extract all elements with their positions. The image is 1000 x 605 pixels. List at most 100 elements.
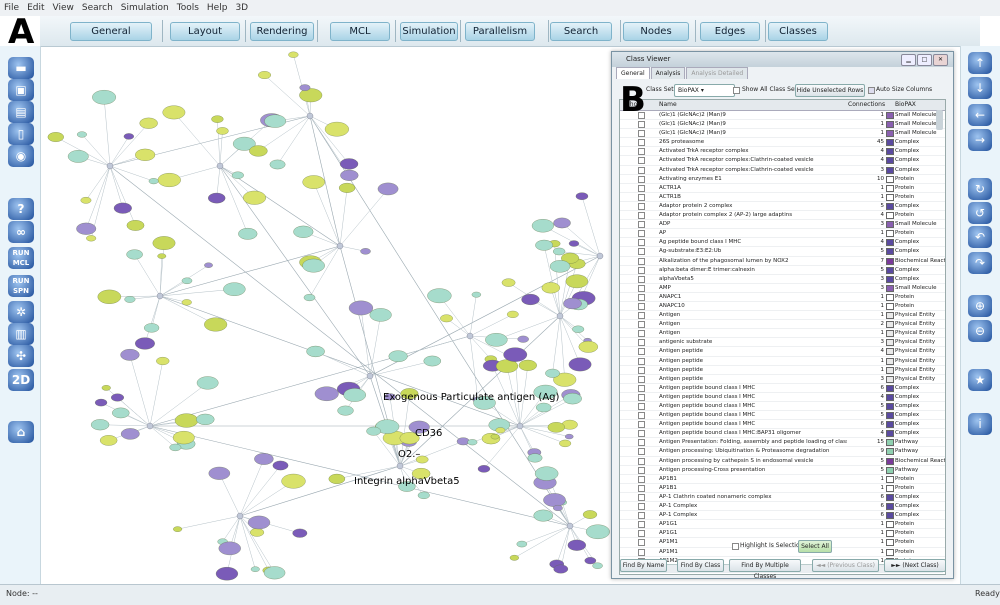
row-checkbox[interactable] [638, 548, 645, 556]
table-row[interactable]: Activated TrkA receptor complex:Clathrin… [620, 166, 945, 175]
graph-node[interactable] [477, 465, 491, 473]
rotate-up-icon[interactable]: ↻ [968, 178, 992, 200]
graph-node[interactable] [204, 262, 213, 268]
table-row[interactable]: Adaptor protein complex 2 (AP-2) large a… [620, 211, 945, 221]
graph-node[interactable] [67, 150, 89, 163]
graph-node[interactable] [467, 439, 478, 446]
graph-node[interactable] [568, 240, 580, 247]
graph-node[interactable] [575, 192, 589, 200]
graph-node[interactable] [553, 217, 571, 229]
row-checkbox[interactable] [638, 430, 645, 438]
binoculars-icon[interactable]: ∞ [8, 221, 34, 243]
row-checkbox[interactable] [638, 230, 645, 238]
graph-node[interactable] [126, 249, 143, 260]
table-row[interactable]: Activated TrkA receptor complex:Clathrin… [620, 156, 945, 166]
row-checkbox[interactable] [638, 321, 645, 329]
graph-node[interactable] [250, 528, 265, 537]
graph-hub-node[interactable] [366, 372, 374, 380]
graph-node[interactable] [264, 114, 287, 128]
select-all-button[interactable]: Select All [798, 540, 832, 553]
graph-node[interactable] [543, 493, 566, 507]
maximize-button[interactable]: □ [917, 54, 932, 66]
graph-node[interactable] [339, 158, 359, 170]
auto-size-checkbox[interactable] [868, 87, 875, 94]
graph-hub-node[interactable] [596, 252, 604, 260]
row-checkbox[interactable] [638, 421, 645, 429]
row-checkbox[interactable] [638, 148, 645, 156]
graph-node[interactable] [238, 228, 258, 240]
graph-node[interactable] [216, 127, 229, 135]
network-canvas[interactable]: Exogenous Particulate antigen (Ag) CD36 … [40, 46, 960, 584]
graph-node[interactable] [152, 236, 176, 250]
arrow-up-icon[interactable]: ↑ [968, 52, 992, 74]
row-checkbox[interactable] [638, 221, 645, 229]
graph-node[interactable] [521, 293, 540, 306]
graph-node[interactable] [400, 388, 419, 400]
tab-cv-analysis[interactable]: Analysis [650, 67, 686, 79]
graph-node[interactable] [501, 278, 516, 287]
graph-node[interactable] [563, 392, 582, 405]
graph-node[interactable] [384, 393, 396, 401]
graph-node[interactable] [348, 300, 374, 316]
graph-node[interactable] [232, 136, 256, 151]
tab-nodes[interactable]: Nodes [623, 22, 689, 41]
graph-node[interactable] [97, 289, 122, 304]
graph-node[interactable] [208, 192, 226, 204]
graph-node[interactable] [139, 117, 158, 129]
run-spn-icon[interactable]: RUN SPN [8, 275, 34, 297]
row-checkbox[interactable] [638, 302, 645, 310]
row-checkbox[interactable] [638, 239, 645, 247]
row-checkbox[interactable] [638, 293, 645, 301]
graph-node[interactable] [408, 420, 430, 434]
graph-node[interactable] [398, 481, 416, 492]
graph-node[interactable] [299, 84, 311, 91]
row-checkbox[interactable] [638, 312, 645, 320]
graph-node[interactable] [563, 297, 582, 310]
row-checkbox[interactable] [638, 193, 645, 201]
row-checkbox[interactable] [638, 157, 645, 165]
show-all-checkbox[interactable] [733, 87, 740, 94]
graph-node[interactable] [427, 288, 452, 304]
help-icon[interactable]: ? [8, 198, 34, 220]
graph-node[interactable] [94, 398, 108, 407]
graph-node[interactable] [485, 333, 508, 347]
row-checkbox[interactable] [638, 512, 645, 520]
tab-classes[interactable]: Classes [768, 22, 828, 41]
row-checkbox[interactable] [638, 357, 645, 365]
class-set-select[interactable]: BioPAX ▾ [674, 84, 735, 97]
graph-node[interactable] [293, 225, 314, 238]
row-checkbox[interactable] [638, 330, 645, 338]
row-checkbox[interactable] [638, 539, 645, 547]
graph-node[interactable] [559, 439, 572, 448]
graph-node[interactable] [572, 325, 585, 333]
menu-tools[interactable]: Tools [176, 3, 199, 13]
graph-hub-node[interactable] [556, 312, 564, 320]
graph-node[interactable] [302, 175, 325, 189]
graph-node[interactable] [399, 432, 420, 445]
row-checkbox[interactable] [638, 202, 645, 210]
rotate-left-icon[interactable]: ↶ [968, 226, 992, 248]
graph-node[interactable] [90, 419, 110, 431]
tab-simulation[interactable]: Simulation [400, 22, 458, 41]
minimize-button[interactable]: ▁ [901, 54, 916, 66]
graph-node[interactable] [340, 169, 359, 181]
graph-node[interactable] [541, 282, 560, 294]
graph-hub-node[interactable] [216, 162, 224, 170]
arrow-right-icon[interactable]: → [968, 129, 992, 151]
graph-node[interactable] [162, 105, 186, 120]
tab-rendering[interactable]: Rendering [250, 22, 314, 41]
graph-node[interactable] [303, 294, 316, 302]
row-checkbox[interactable] [638, 530, 645, 538]
